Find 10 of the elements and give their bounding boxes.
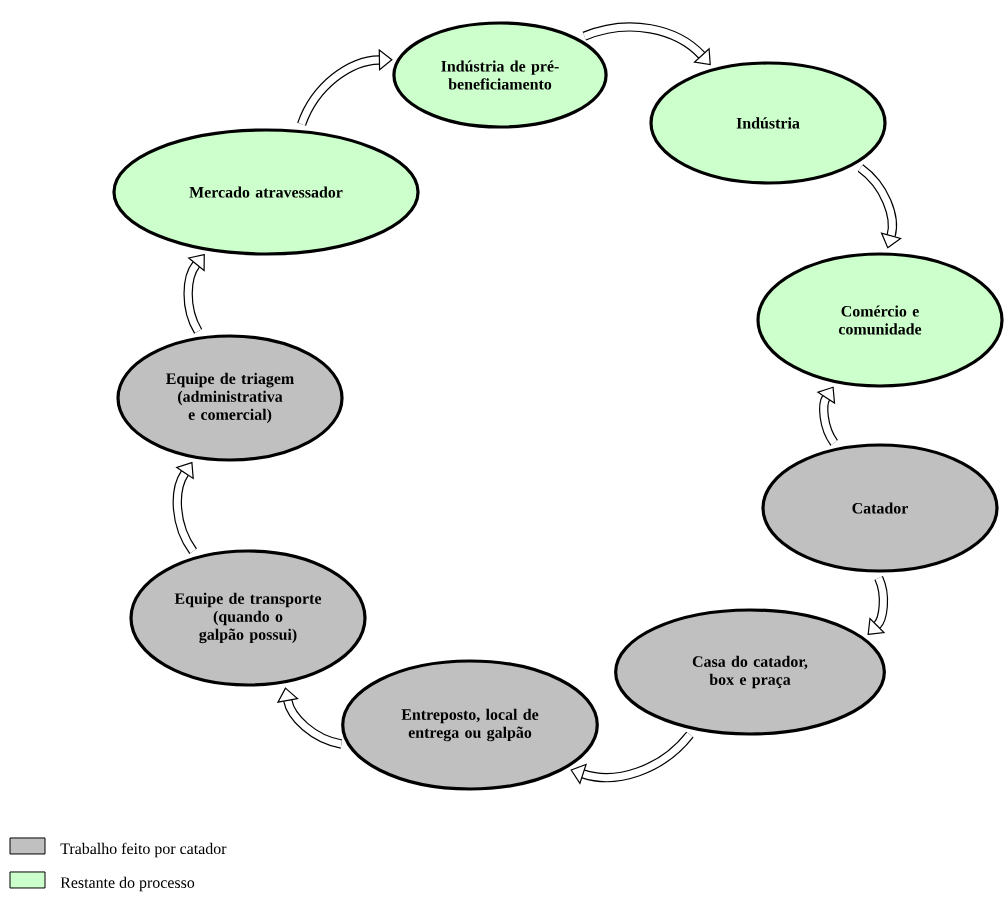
curved-arrow bbox=[276, 687, 343, 749]
legend-text: Restante do processo bbox=[60, 876, 195, 892]
curved-arrow bbox=[582, 22, 711, 66]
curved-arrow bbox=[867, 576, 889, 635]
curved-arrow bbox=[857, 164, 902, 249]
curved-arrow bbox=[816, 386, 839, 446]
curved-arrow bbox=[297, 48, 393, 127]
legend-text: Trabalho feito por catador bbox=[60, 842, 227, 858]
curved-arrow bbox=[172, 461, 198, 554]
curved-arrow bbox=[570, 731, 694, 785]
